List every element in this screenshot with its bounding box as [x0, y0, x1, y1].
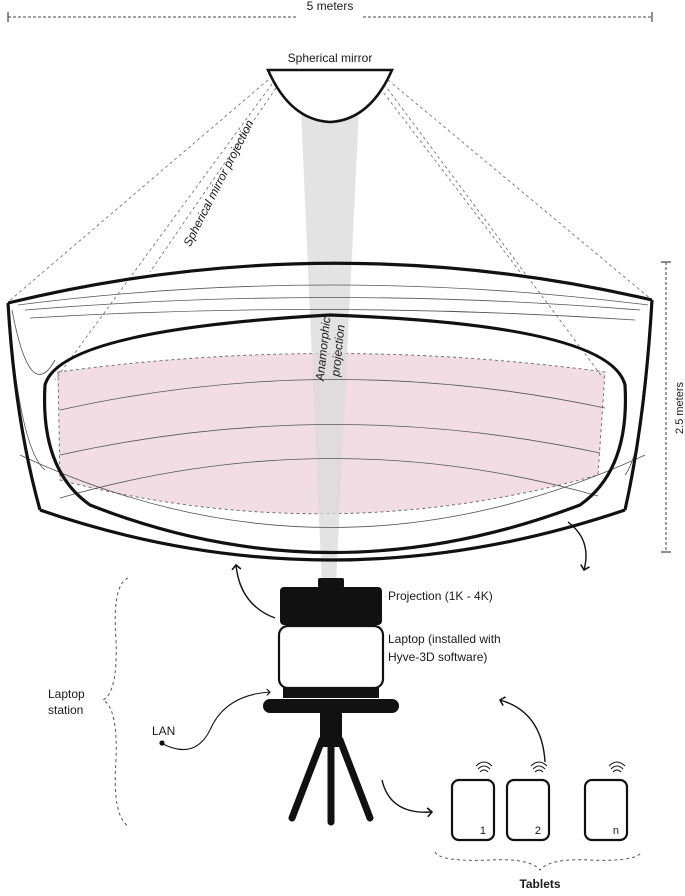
spherical-mirror: Spherical mirror [266, 51, 394, 124]
tablets-label: Tablets [519, 877, 560, 891]
mirror-projection-rays [7, 79, 653, 381]
rotate-arrow-right [567, 521, 590, 572]
width-dimension: 5 meters [7, 0, 653, 22]
anamorphic-label-line2: projection [328, 324, 348, 379]
width-label: 5 meters [307, 0, 354, 13]
tablet-n: n [583, 761, 629, 842]
rotate-arrow-left [231, 563, 276, 619]
height-dimension: 2.5 meters [661, 261, 685, 553]
lan-label: LAN [152, 724, 175, 738]
wifi-icon [475, 761, 493, 773]
tablet-n-number: n [613, 825, 619, 837]
laptop-label-line1: Laptop (installed with [388, 632, 501, 646]
spherical-mirror-projection-label: Spherical mirror projection [180, 117, 256, 248]
wifi-icon [608, 761, 626, 773]
spherical-mirror-label: Spherical mirror [288, 51, 373, 65]
tablet-1-number: 1 [480, 825, 486, 837]
height-label: 2.5 meters [674, 382, 685, 434]
anamorphic-projection-label: Anamorphic projection [313, 316, 348, 382]
tablet-2: 2 [505, 761, 551, 842]
anamorphic-beam [300, 88, 360, 585]
laptop-label-line2: Hyve-3D software) [388, 650, 487, 664]
projection-label: Projection (1K - 4K) [388, 589, 493, 603]
laptop-station-line1: Laptop [48, 687, 85, 701]
projector: Projection (1K - 4K) [280, 578, 493, 625]
tablet-1: 1 [450, 761, 496, 842]
arrow-to-tablets [381, 779, 434, 818]
tablets-bracket: Tablets [434, 851, 643, 891]
laptop-station-line2: station [48, 703, 83, 717]
dome-screen [6, 261, 654, 562]
anamorphic-label-line1: Anamorphic [313, 316, 334, 382]
wifi-icon [530, 761, 548, 773]
tablet-2-number: 2 [535, 825, 541, 837]
laptop: Laptop (installed with Hyve-3D software) [277, 624, 501, 698]
tripod [263, 699, 399, 826]
laptop-station-bracket: Laptop station [48, 577, 129, 827]
arrow-from-tablets [498, 696, 546, 763]
lan-cable: LAN [152, 688, 271, 751]
